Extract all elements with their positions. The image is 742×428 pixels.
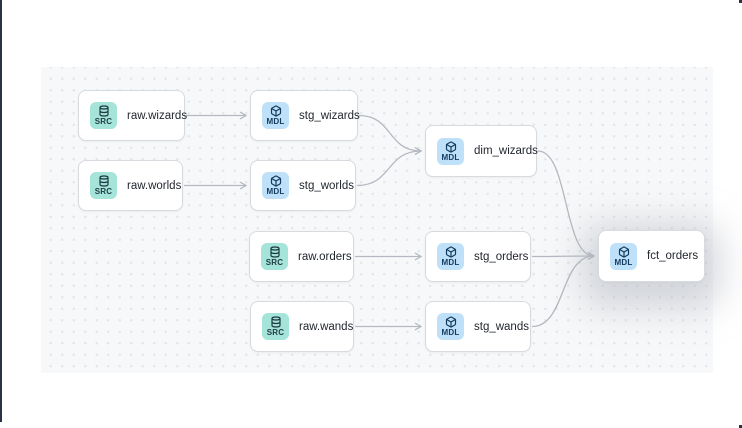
database-icon bbox=[269, 246, 280, 258]
cube-icon bbox=[445, 246, 456, 258]
node-label: raw.orders bbox=[298, 250, 352, 263]
dag-node-raw_orders[interactable]: SRC raw.orders bbox=[249, 231, 354, 282]
database-icon bbox=[98, 105, 109, 117]
badge-label: MDL bbox=[266, 117, 285, 126]
node-type-badge: MDL bbox=[610, 242, 637, 270]
dag-node-stg_worlds[interactable]: MDL stg_worlds bbox=[250, 160, 356, 211]
cube-icon bbox=[618, 245, 629, 258]
cube-icon bbox=[270, 105, 281, 117]
cube-icon bbox=[270, 175, 281, 187]
badge-label: MDL bbox=[614, 257, 633, 267]
node-type-badge: SRC bbox=[90, 102, 117, 129]
badge-label: SRC bbox=[265, 258, 284, 267]
node-type-badge: SRC bbox=[262, 313, 289, 340]
badge-label: SRC bbox=[94, 187, 113, 196]
cube-icon bbox=[445, 140, 456, 153]
node-type-badge: MDL bbox=[437, 137, 464, 165]
node-label: stg_orders bbox=[474, 250, 529, 263]
node-label: fct_orders bbox=[647, 250, 699, 262]
cube-icon bbox=[445, 316, 456, 328]
node-label: stg_wizards bbox=[299, 109, 360, 122]
node-label: raw.worlds bbox=[127, 179, 182, 192]
dag-node-raw_wizards[interactable]: SRC raw.wizards bbox=[78, 90, 188, 141]
dag-canvas[interactable] bbox=[41, 67, 713, 373]
badge-label: SRC bbox=[94, 117, 113, 126]
badge-label: MDL bbox=[441, 328, 460, 337]
node-type-badge: SRC bbox=[261, 243, 288, 270]
dag-node-stg_wizards[interactable]: MDL stg_wizards bbox=[250, 90, 360, 141]
window-edge-line bbox=[0, 0, 2, 422]
corner-artifact-bottom-right bbox=[739, 425, 742, 428]
badge-label: MDL bbox=[441, 152, 460, 162]
badge-label: MDL bbox=[266, 187, 285, 196]
node-type-badge: MDL bbox=[262, 102, 289, 129]
dag-node-raw_worlds[interactable]: SRC raw.worlds bbox=[78, 160, 183, 211]
database-icon bbox=[98, 175, 109, 187]
dag-node-fct_orders[interactable]: MDL fct_orders bbox=[598, 230, 705, 282]
dag-node-dim_wizards[interactable]: MDL dim_wizards bbox=[425, 125, 538, 177]
corner-artifact-top-right bbox=[739, 0, 742, 3]
dag-node-raw_wands[interactable]: SRC raw.wands bbox=[250, 301, 354, 352]
database-icon bbox=[270, 316, 281, 328]
node-type-badge: MDL bbox=[262, 172, 289, 199]
badge-label: SRC bbox=[266, 328, 285, 337]
dag-node-stg_wands[interactable]: MDL stg_wands bbox=[425, 301, 531, 352]
dag-node-stg_orders[interactable]: MDL stg_orders bbox=[425, 231, 531, 282]
node-label: stg_worlds bbox=[299, 179, 354, 192]
node-type-badge: MDL bbox=[437, 243, 464, 270]
node-label: raw.wizards bbox=[127, 109, 188, 122]
node-label: dim_wizards bbox=[474, 145, 538, 157]
node-label: raw.wands bbox=[299, 320, 354, 333]
node-label: stg_wands bbox=[474, 320, 529, 333]
node-type-badge: MDL bbox=[437, 313, 464, 340]
node-type-badge: SRC bbox=[90, 172, 117, 199]
badge-label: MDL bbox=[441, 258, 460, 267]
